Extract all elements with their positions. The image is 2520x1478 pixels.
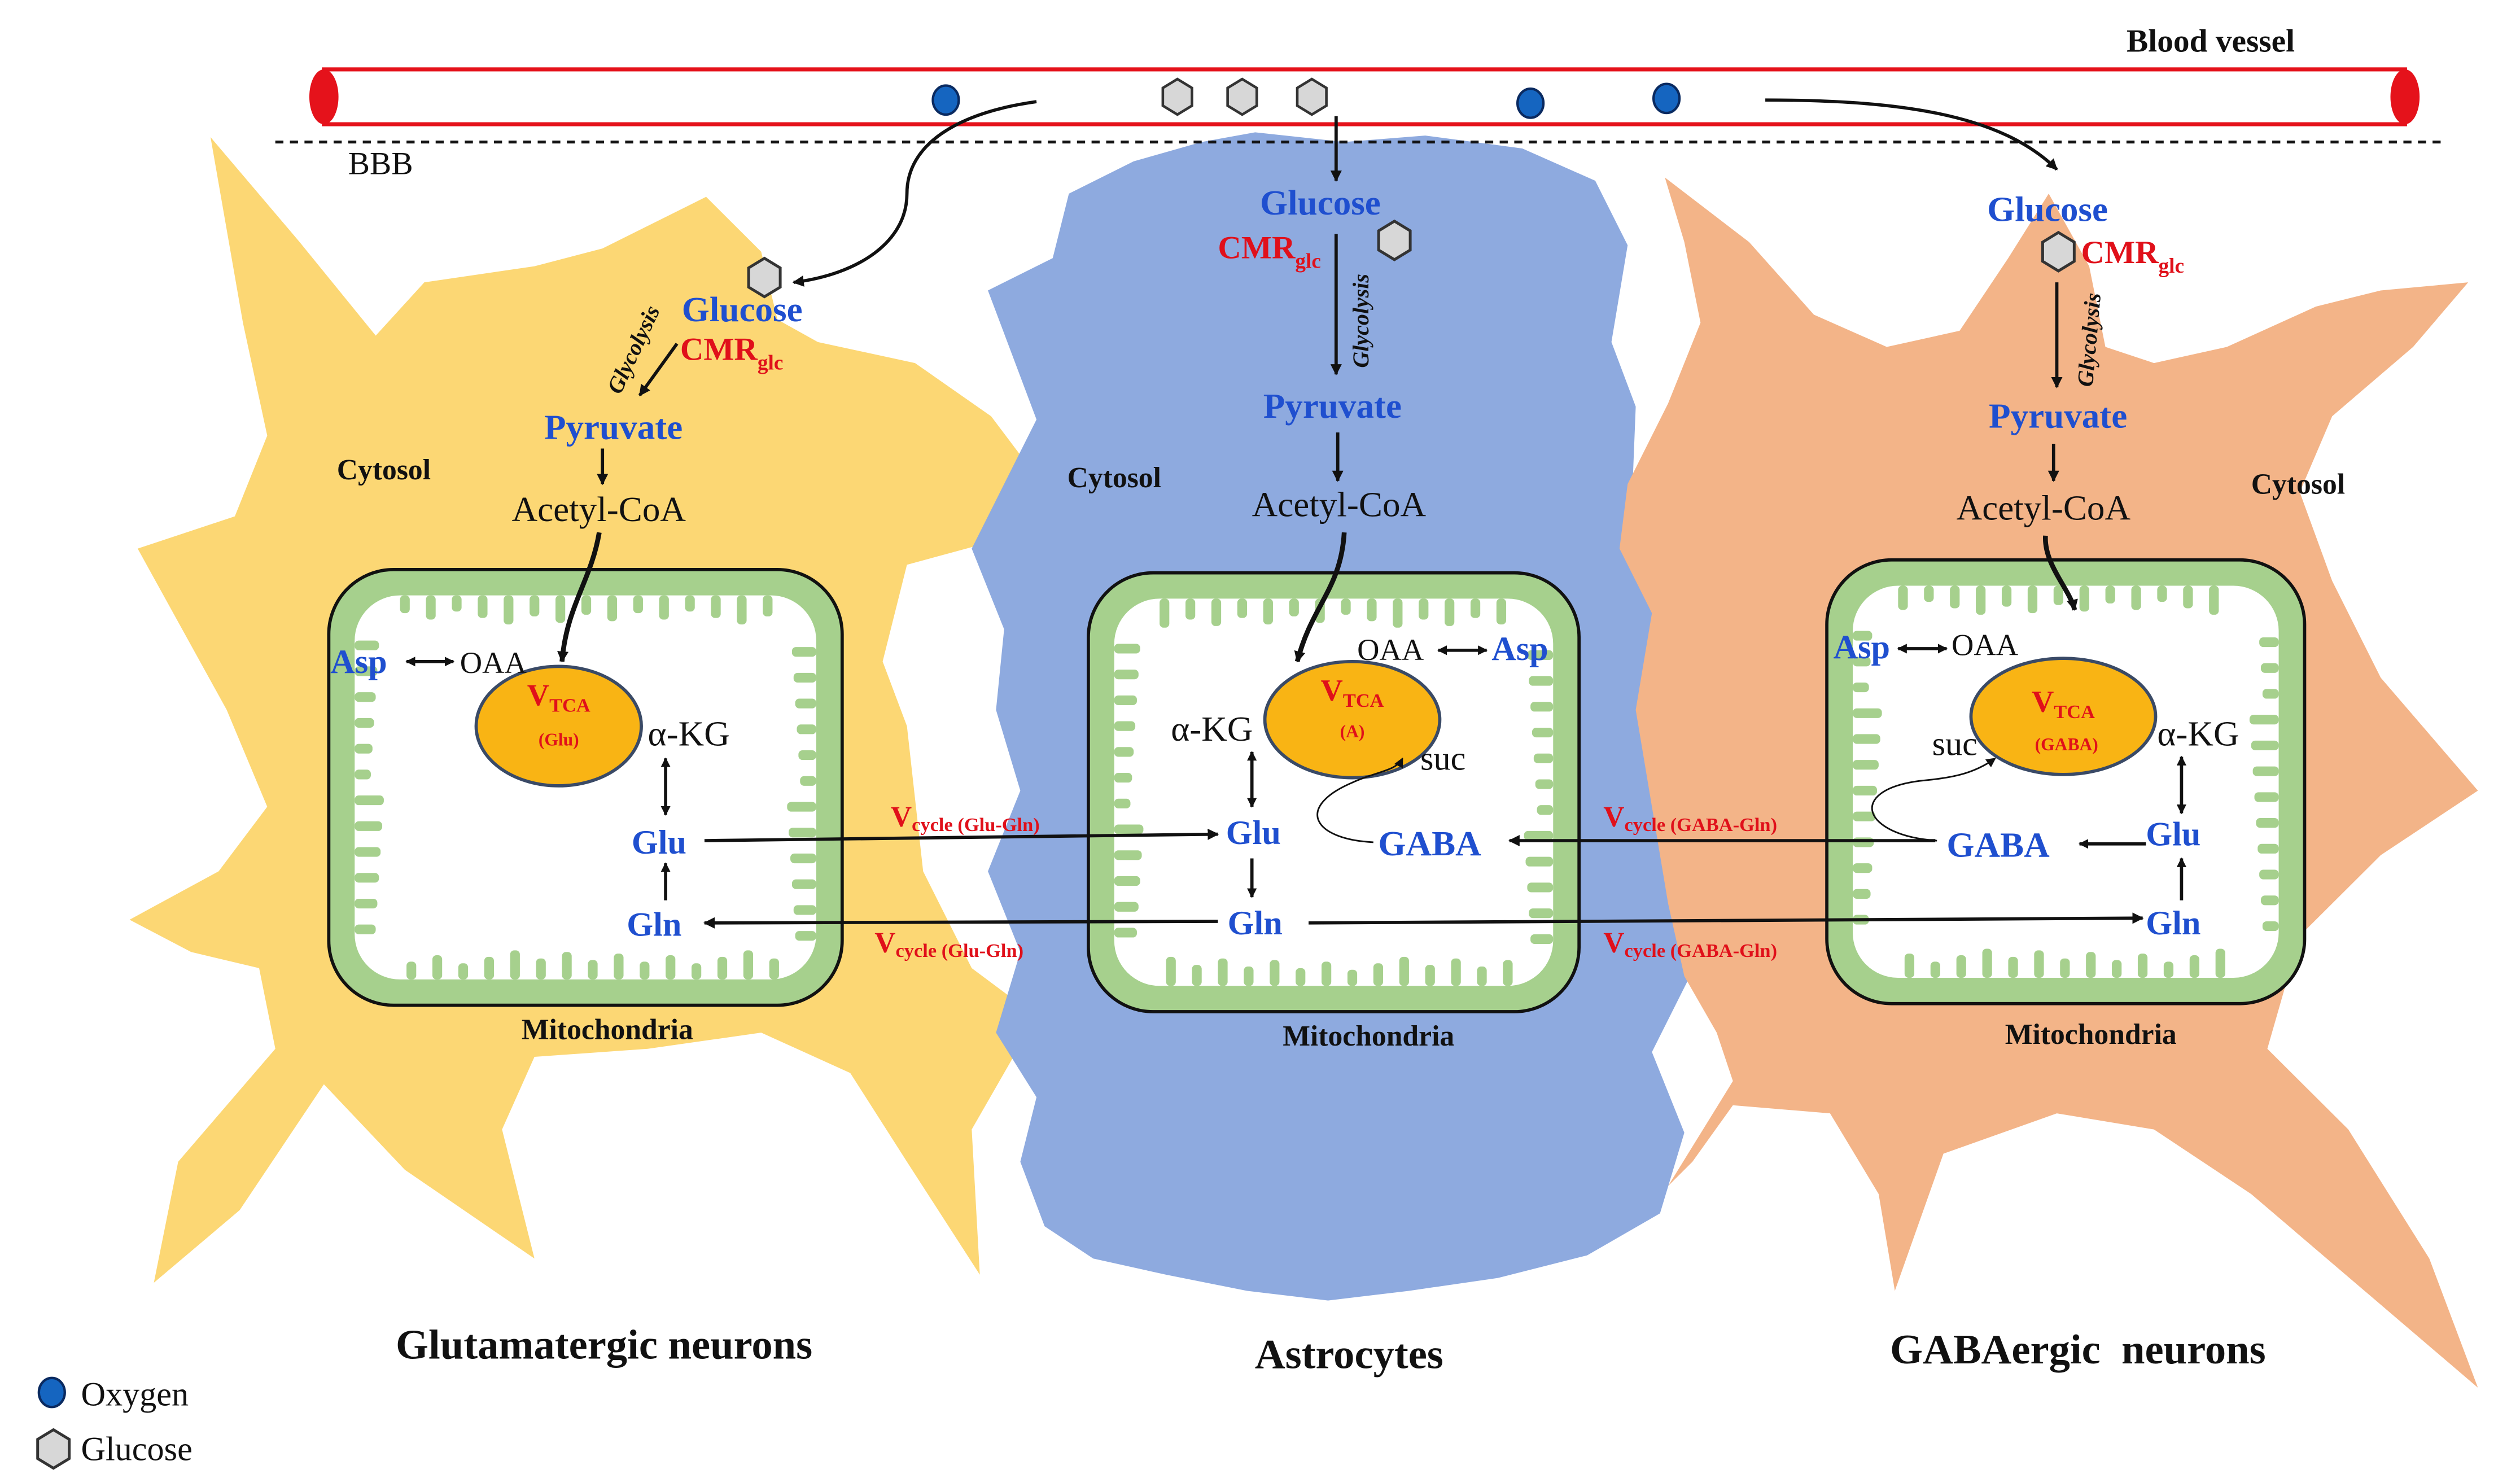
glut-title: Glutamatergic neurons [396,1322,812,1368]
gaba-asp: Asp [1834,628,1890,666]
glucose-in-vessel [1163,79,1327,115]
astro-glucose: Glucose [1260,183,1381,222]
glut-acetyl-coa: Acetyl-CoA [512,489,686,529]
astro-title: Astrocytes [1255,1332,1443,1378]
astro-glu: Glu [1226,814,1281,852]
pathway-arrows [405,98,2187,929]
glut-vtca-tag: (Glu) [539,729,579,749]
glut-akg: α-KG [648,714,730,754]
flux-gaba-gln-top: Vcycle (GABA-Gln) [1603,801,1777,835]
legend: Oxygen Glucose [38,1375,193,1468]
tca-ellipse-glutamatergic [474,664,643,788]
gaba-title: GABAergic neurons [1890,1327,2266,1373]
astro-oaa: OAA [1357,633,1424,667]
mitochondria-glutamatergic [327,568,844,1007]
glucose-icon-astrocyte [1379,221,1410,260]
gaba-pyruvate: Pyruvate [1989,396,2127,435]
gaba-akg: α-KG [2157,714,2239,754]
glucose-icon [38,1429,69,1468]
glucose-icon-gabaergic [2042,233,2074,271]
glut-cmr: CMRglc [680,331,784,374]
gaba-gln: Gln [2146,904,2200,942]
astro-gaba: GABA [1378,824,1481,863]
flux-glu-gln-bottom: Vcycle (Glu-Gln) [874,926,1023,961]
gaba-acetyl-coa: Acetyl-CoA [1957,488,2131,527]
gaba-cmr: CMRglc [2081,235,2185,278]
mitochondria-gabaergic [1825,558,2307,1005]
gaba-mitochondria: Mitochondria [2005,1018,2177,1051]
astro-cytosol: Cytosol [1068,462,1161,494]
gaba-oaa: OAA [1952,628,2018,662]
gaba-vtca-tag: (GABA) [2035,734,2098,754]
astro-gln: Gln [1228,904,1283,942]
oxygen-icon [37,1376,66,1409]
astro-suc: suc [1420,740,1465,777]
glut-glu: Glu [632,824,686,862]
astro-mitochondria: Mitochondria [1283,1020,1454,1052]
tca-ellipse-gabaergic [1969,657,2158,776]
glut-oaa: OAA [460,646,527,680]
glut-pyruvate: Pyruvate [544,408,683,447]
glut-mitochondria: Mitochondria [522,1014,693,1046]
bbb-label: BBB [348,146,413,182]
astro-acetyl-coa: Acetyl-CoA [1252,485,1427,524]
astro-vtca-tag: (A) [1340,721,1365,741]
oxygen-in-vessel [931,82,1681,119]
glut-vtca: VTCA [527,678,590,716]
glut-glucose: Glucose [682,290,803,329]
astro-glycolysis: Glycolysis [1348,274,1373,368]
blood-vessel-label: Blood vessel [2127,24,2295,59]
gaba-glucose: Glucose [1987,190,2108,229]
flux-glu-gln-top: Vcycle (Glu-Gln) [891,801,1040,835]
astro-akg: α-KG [1171,709,1253,749]
mitochondria-cristae [355,585,2279,986]
astro-vtca: VTCA [1321,673,1384,711]
glut-asp: Asp [330,643,387,681]
glut-cytosol: Cytosol [337,454,431,486]
gaba-gaba: GABA [1946,825,2050,865]
glut-gln: Gln [627,906,681,944]
astro-cmr: CMRglc [1218,230,1321,273]
blood-vessel [309,67,2420,126]
flux-gaba-gln-bottom: Vcycle (GABA-Gln) [1603,926,1777,961]
gaba-vtca: VTCA [2032,685,2095,723]
gaba-glu: Glu [2146,816,2200,854]
gaba-suc: suc [1932,725,1978,763]
astro-asp: Asp [1491,630,1548,668]
legend-oxygen-label: Oxygen [81,1375,189,1413]
gaba-cytosol: Cytosol [2251,469,2345,501]
legend-glucose-label: Glucose [81,1431,192,1468]
tca-ellipse-astrocyte [1263,659,1442,780]
astro-pyruvate: Pyruvate [1263,386,1402,426]
